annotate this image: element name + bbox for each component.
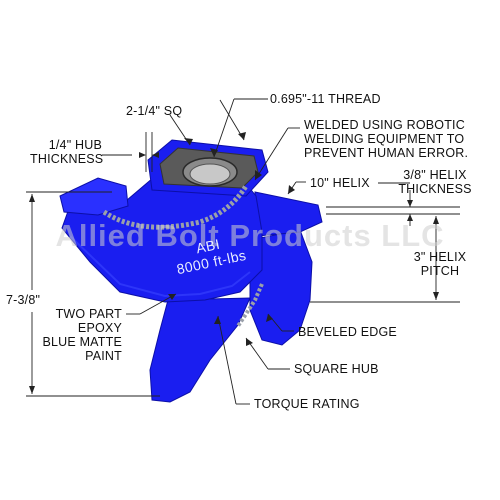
label-welded-line1: WELDED USING ROBOTIC xyxy=(304,118,465,132)
label-hub-thickness-line2: THICKNESS xyxy=(30,152,104,166)
label-hub-thickness-line1: 1/4" HUB xyxy=(48,138,102,152)
helix-right-lobe xyxy=(249,229,313,346)
label-torque-rating: TORQUE RATING xyxy=(254,397,360,411)
label-hub-thickness: 1/4" HUB THICKNESS xyxy=(30,138,104,166)
dimension-lines xyxy=(26,98,460,405)
label-welded-line2: WELDING EQUIPMENT TO xyxy=(304,132,465,146)
label-paint: TWO PART EPOXY BLUE MATTE PAINT xyxy=(36,307,122,363)
watermark-text: Allied Bolt Products LLC xyxy=(55,218,445,253)
label-helix-pitch-line2: PITCH xyxy=(420,264,460,278)
thread-hole-inner xyxy=(189,163,231,185)
label-paint-line4: PAINT xyxy=(85,349,122,363)
label-beveled-edge: BEVELED EDGE xyxy=(298,325,397,339)
label-square-hub: SQUARE HUB xyxy=(294,362,379,376)
label-paint-line2: EPOXY xyxy=(77,321,122,335)
label-height: 7-3/8" xyxy=(6,293,41,307)
weld-bead-lower xyxy=(236,283,264,328)
label-helix-pitch: 3" HELIX PITCH xyxy=(400,250,480,278)
arrowheads xyxy=(29,132,439,394)
label-paint-line1: TWO PART xyxy=(55,307,122,321)
label-welded: WELDED USING ROBOTIC WELDING EQUIPMENT T… xyxy=(304,118,468,160)
label-paint-line3: BLUE MATTE xyxy=(42,335,122,349)
helix-shading xyxy=(69,235,251,298)
helix-lower-leg xyxy=(149,297,251,403)
label-square-size: 2-1/4" SQ xyxy=(126,104,183,118)
label-thread: 0.695"-11 THREAD xyxy=(270,92,381,106)
label-helix-thickness-line1: 3/8" HELIX xyxy=(403,168,467,182)
label-helix-pitch-line1: 3" HELIX xyxy=(413,250,467,264)
label-helix-diameter: 10" HELIX xyxy=(310,176,370,190)
helix-cap-body xyxy=(59,139,323,403)
label-helix-thickness-line2: THICKNESS xyxy=(398,182,472,196)
label-helix-thickness: 3/8" HELIX THICKNESS xyxy=(380,168,490,196)
label-welded-line3: PREVENT HUMAN ERROR. xyxy=(304,146,469,160)
weld-bead-upper xyxy=(102,184,249,230)
helix-left-wing xyxy=(59,177,129,216)
